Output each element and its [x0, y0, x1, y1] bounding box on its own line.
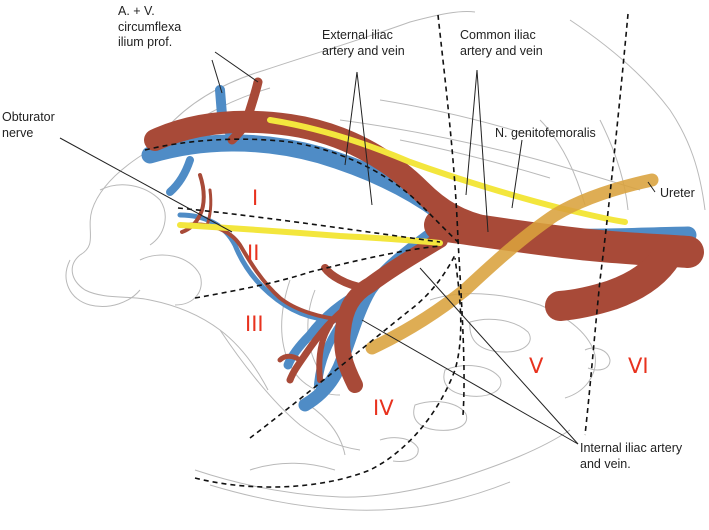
aortic-bend	[545, 235, 685, 321]
internal-iliac-artery-branch-3	[316, 322, 333, 383]
leader-genitofemoralis	[511, 139, 523, 209]
leader-lines	[59, 51, 656, 445]
boundary-zone-IV-lower	[194, 257, 462, 488]
boundary-zone-III-IV	[249, 254, 456, 439]
label-external-iliac: External iliac artery and vein	[322, 28, 405, 59]
label-external-iliac-line-1: External iliac	[322, 28, 393, 42]
zone-label-IV: IV	[373, 396, 394, 420]
arteries	[144, 77, 704, 393]
leader-circumflex-vein	[211, 59, 223, 94]
label-common-iliac-line-1: Common iliac	[460, 28, 536, 42]
internal-iliac-artery-branch-4	[277, 353, 303, 363]
label-internal-iliac: Internal iliac artery and vein.	[580, 441, 682, 472]
leader-common-iliac-1	[465, 69, 478, 196]
boundary-zone-I-II	[177, 207, 441, 243]
leader-internal-iliac-1	[419, 267, 579, 445]
leader-external-iliac-1	[344, 71, 358, 166]
leader-common-iliac-2	[476, 69, 489, 233]
label-circumflexa-line-3: ilium prof.	[118, 35, 173, 49]
label-obturator-nerve: Obturator nerve	[2, 110, 55, 141]
lumbar-outline	[569, 19, 706, 211]
boundary-zone-V-VI	[584, 13, 629, 436]
fossa-inner-outline	[307, 289, 319, 369]
label-internal-iliac-line-2: and vein.	[580, 456, 631, 471]
ureter	[365, 173, 659, 355]
branch-vein-upper-left	[166, 156, 194, 196]
leader-obturator-nerve	[59, 137, 233, 233]
sacral-vertebra-1	[469, 318, 531, 353]
label-common-iliac-line-2: artery and vein	[460, 43, 543, 58]
leader-ureter	[647, 181, 656, 193]
zone-boundaries	[144, 13, 629, 488]
boundary-zone-V-left	[437, 14, 465, 416]
muscle-outline-2	[379, 99, 531, 136]
zone-label-V: V	[529, 354, 544, 378]
zone-label-I: I	[252, 186, 259, 210]
ilium-outline	[71, 149, 269, 391]
obturator-artery	[183, 222, 347, 322]
coccyx-outline	[379, 437, 419, 462]
boundary-zone-II-III	[194, 245, 441, 299]
label-ureter: Ureter	[660, 186, 695, 200]
pubis-outline	[65, 259, 141, 307]
zone-label-VI: VI	[628, 354, 649, 378]
label-circumflexa-ilium: A. + V. circumflexa ilium prof.	[118, 4, 181, 51]
genitofemoral-nerve	[267, 117, 628, 225]
ureter-group	[365, 173, 659, 355]
muscle-outline-3	[399, 139, 551, 179]
label-internal-iliac-line-1: Internal iliac artery	[580, 441, 683, 455]
label-circumflexa-line-1: A. + V.	[118, 4, 155, 18]
obturator-nerve	[177, 222, 443, 246]
lower-loop-outline	[249, 399, 346, 471]
label-common-iliac: Common iliac artery and vein	[460, 28, 543, 59]
label-obturator-line-2: nerve	[2, 125, 34, 140]
internal-iliac-artery-branch-1	[321, 264, 369, 292]
label-obturator-line-1: Obturator	[2, 110, 55, 124]
sacral-vertebra-3	[413, 401, 468, 431]
boundary-crest	[144, 138, 459, 243]
acetabulum-outline	[99, 184, 166, 246]
obturator-foramen-outline	[139, 254, 202, 306]
internal-iliac-artery	[334, 232, 448, 393]
zone-label-II: II	[247, 241, 260, 265]
leader-internal-iliac-2	[361, 319, 579, 445]
ring-outline	[584, 347, 611, 371]
zone-label-III: III	[245, 312, 264, 336]
label-circumflexa-line-2: circumflexa	[118, 19, 182, 34]
ischium-outline	[219, 329, 361, 451]
leader-circumflex-artery	[214, 51, 259, 83]
label-external-iliac-line-2: artery and vein	[322, 43, 405, 58]
obturator-vein	[177, 212, 353, 323]
label-genitofemoralis: N. genitofemoralis	[495, 126, 596, 140]
leader-external-iliac-2	[356, 71, 373, 206]
pelvic-floor-inner-outline	[209, 481, 511, 511]
sacral-vertebra-2	[443, 365, 502, 397]
